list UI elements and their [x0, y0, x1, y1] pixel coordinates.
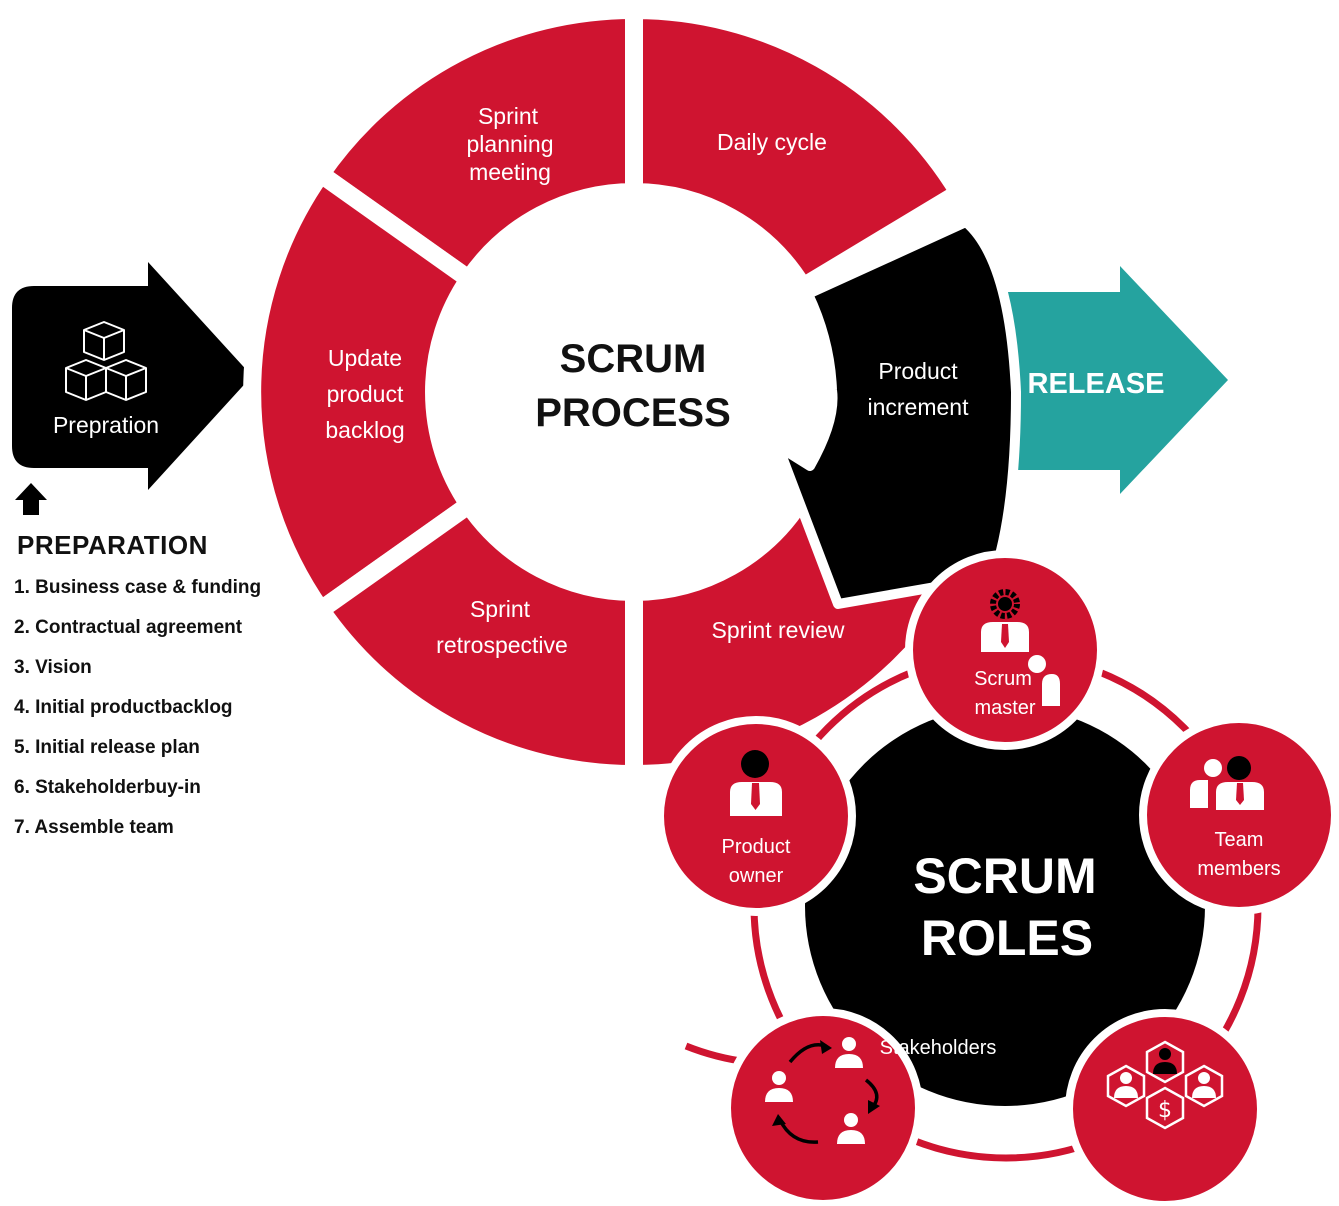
- svg-text:backlog: backlog: [325, 417, 404, 443]
- role-stakeholders-cycle: [723, 1008, 923, 1206]
- team-members-icon: [1190, 756, 1264, 810]
- up-arrow-icon: [15, 483, 47, 515]
- preparation-list: 1. Business case & funding 2. Contractua…: [14, 577, 314, 857]
- svg-text:increment: increment: [868, 394, 970, 420]
- roles-center: [805, 706, 1205, 1106]
- list-item: 3. Vision: [14, 657, 92, 678]
- list-item: 4. Initial productbacklog: [14, 697, 233, 718]
- owner-body-icon: [730, 782, 782, 816]
- svg-text:Scrum: Scrum: [974, 668, 1032, 690]
- boxes-icon: [65, 321, 147, 401]
- stakeholder-cycle-icon: [765, 1037, 865, 1144]
- role-product-owner: Product owner: [656, 716, 856, 916]
- segment-daily-cycle: [625, 1, 968, 296]
- sprint-retrospective-label: Sprint retrospective: [436, 596, 568, 658]
- preparation-arrow-shape: [12, 262, 252, 490]
- segment-sprint-retrospective: [311, 495, 643, 784]
- product-increment-label: Product increment: [868, 358, 970, 420]
- owner-head-icon: [741, 750, 769, 778]
- svg-text:Product: Product: [722, 836, 791, 858]
- list-item: 2. Contractual agreement: [14, 617, 243, 638]
- list-item: 1. Business case & funding: [14, 577, 262, 598]
- preparation-arrow-label: Prepration: [53, 412, 159, 438]
- svg-text:meeting: meeting: [469, 159, 551, 185]
- list-item: 5. Initial release plan: [14, 737, 200, 758]
- release-arrow-shape: [988, 266, 1228, 494]
- scrum-process-ring: [243, 0, 968, 784]
- svg-text:Sprint: Sprint: [470, 596, 531, 622]
- segment-update-backlog: [243, 165, 478, 619]
- hex-network-icon: [1106, 1040, 1224, 1130]
- preparation-title: PREPARATION: [17, 530, 208, 560]
- svg-text:Sprint: Sprint: [478, 103, 539, 129]
- role-scrum-master: Scrum master: [905, 550, 1105, 750]
- manager-icon: [981, 622, 1029, 652]
- svg-text:master: master: [974, 697, 1035, 719]
- list-item: 7. Assemble team: [14, 817, 174, 838]
- list-item: 6. Stakeholderbuy-in: [14, 777, 201, 798]
- svg-text:retrospective: retrospective: [436, 632, 568, 658]
- svg-text:product: product: [327, 381, 404, 407]
- svg-text:Update: Update: [328, 345, 402, 371]
- svg-text:PROCESS: PROCESS: [535, 391, 731, 435]
- cycle-arrowheads-icon: [772, 1040, 880, 1126]
- svg-text:SCRUM: SCRUM: [560, 337, 707, 381]
- release-arrow: RELEASE: [988, 266, 1228, 494]
- scrum-roles-title: SCRUM ROLES: [913, 848, 1096, 966]
- update-backlog-label: Update product backlog: [325, 345, 404, 443]
- svg-text:ROLES: ROLES: [921, 910, 1093, 966]
- preparation-arrow: Prepration: [12, 262, 252, 490]
- svg-text:Product: Product: [878, 358, 958, 384]
- dollar-icon: $: [1158, 1098, 1172, 1123]
- preparation-panel: PREPARATION 1. Business case & funding 2…: [14, 530, 314, 857]
- svg-text:owner: owner: [729, 865, 784, 887]
- stakeholders-label: Stakeholders: [880, 1037, 997, 1059]
- sprint-planning-label: Sprint planning meeting: [467, 103, 554, 185]
- daily-cycle-label: Daily cycle: [717, 129, 827, 155]
- segment-sprint-planning: [311, 0, 643, 289]
- svg-text:Team: Team: [1215, 829, 1264, 851]
- svg-text:members: members: [1197, 858, 1280, 880]
- release-label: RELEASE: [1028, 368, 1165, 400]
- gear-icon: [990, 589, 1020, 619]
- svg-text:SCRUM: SCRUM: [913, 848, 1096, 904]
- sprint-review-label: Sprint review: [712, 617, 845, 643]
- svg-text:planning: planning: [467, 131, 554, 157]
- role-stakeholders-network: $: [1065, 1009, 1265, 1206]
- person-icon: [1028, 655, 1060, 706]
- scrum-process-title: SCRUM PROCESS: [535, 337, 731, 435]
- role-team-members: Team members: [1139, 715, 1339, 915]
- network-people-icon: $: [1114, 1048, 1216, 1123]
